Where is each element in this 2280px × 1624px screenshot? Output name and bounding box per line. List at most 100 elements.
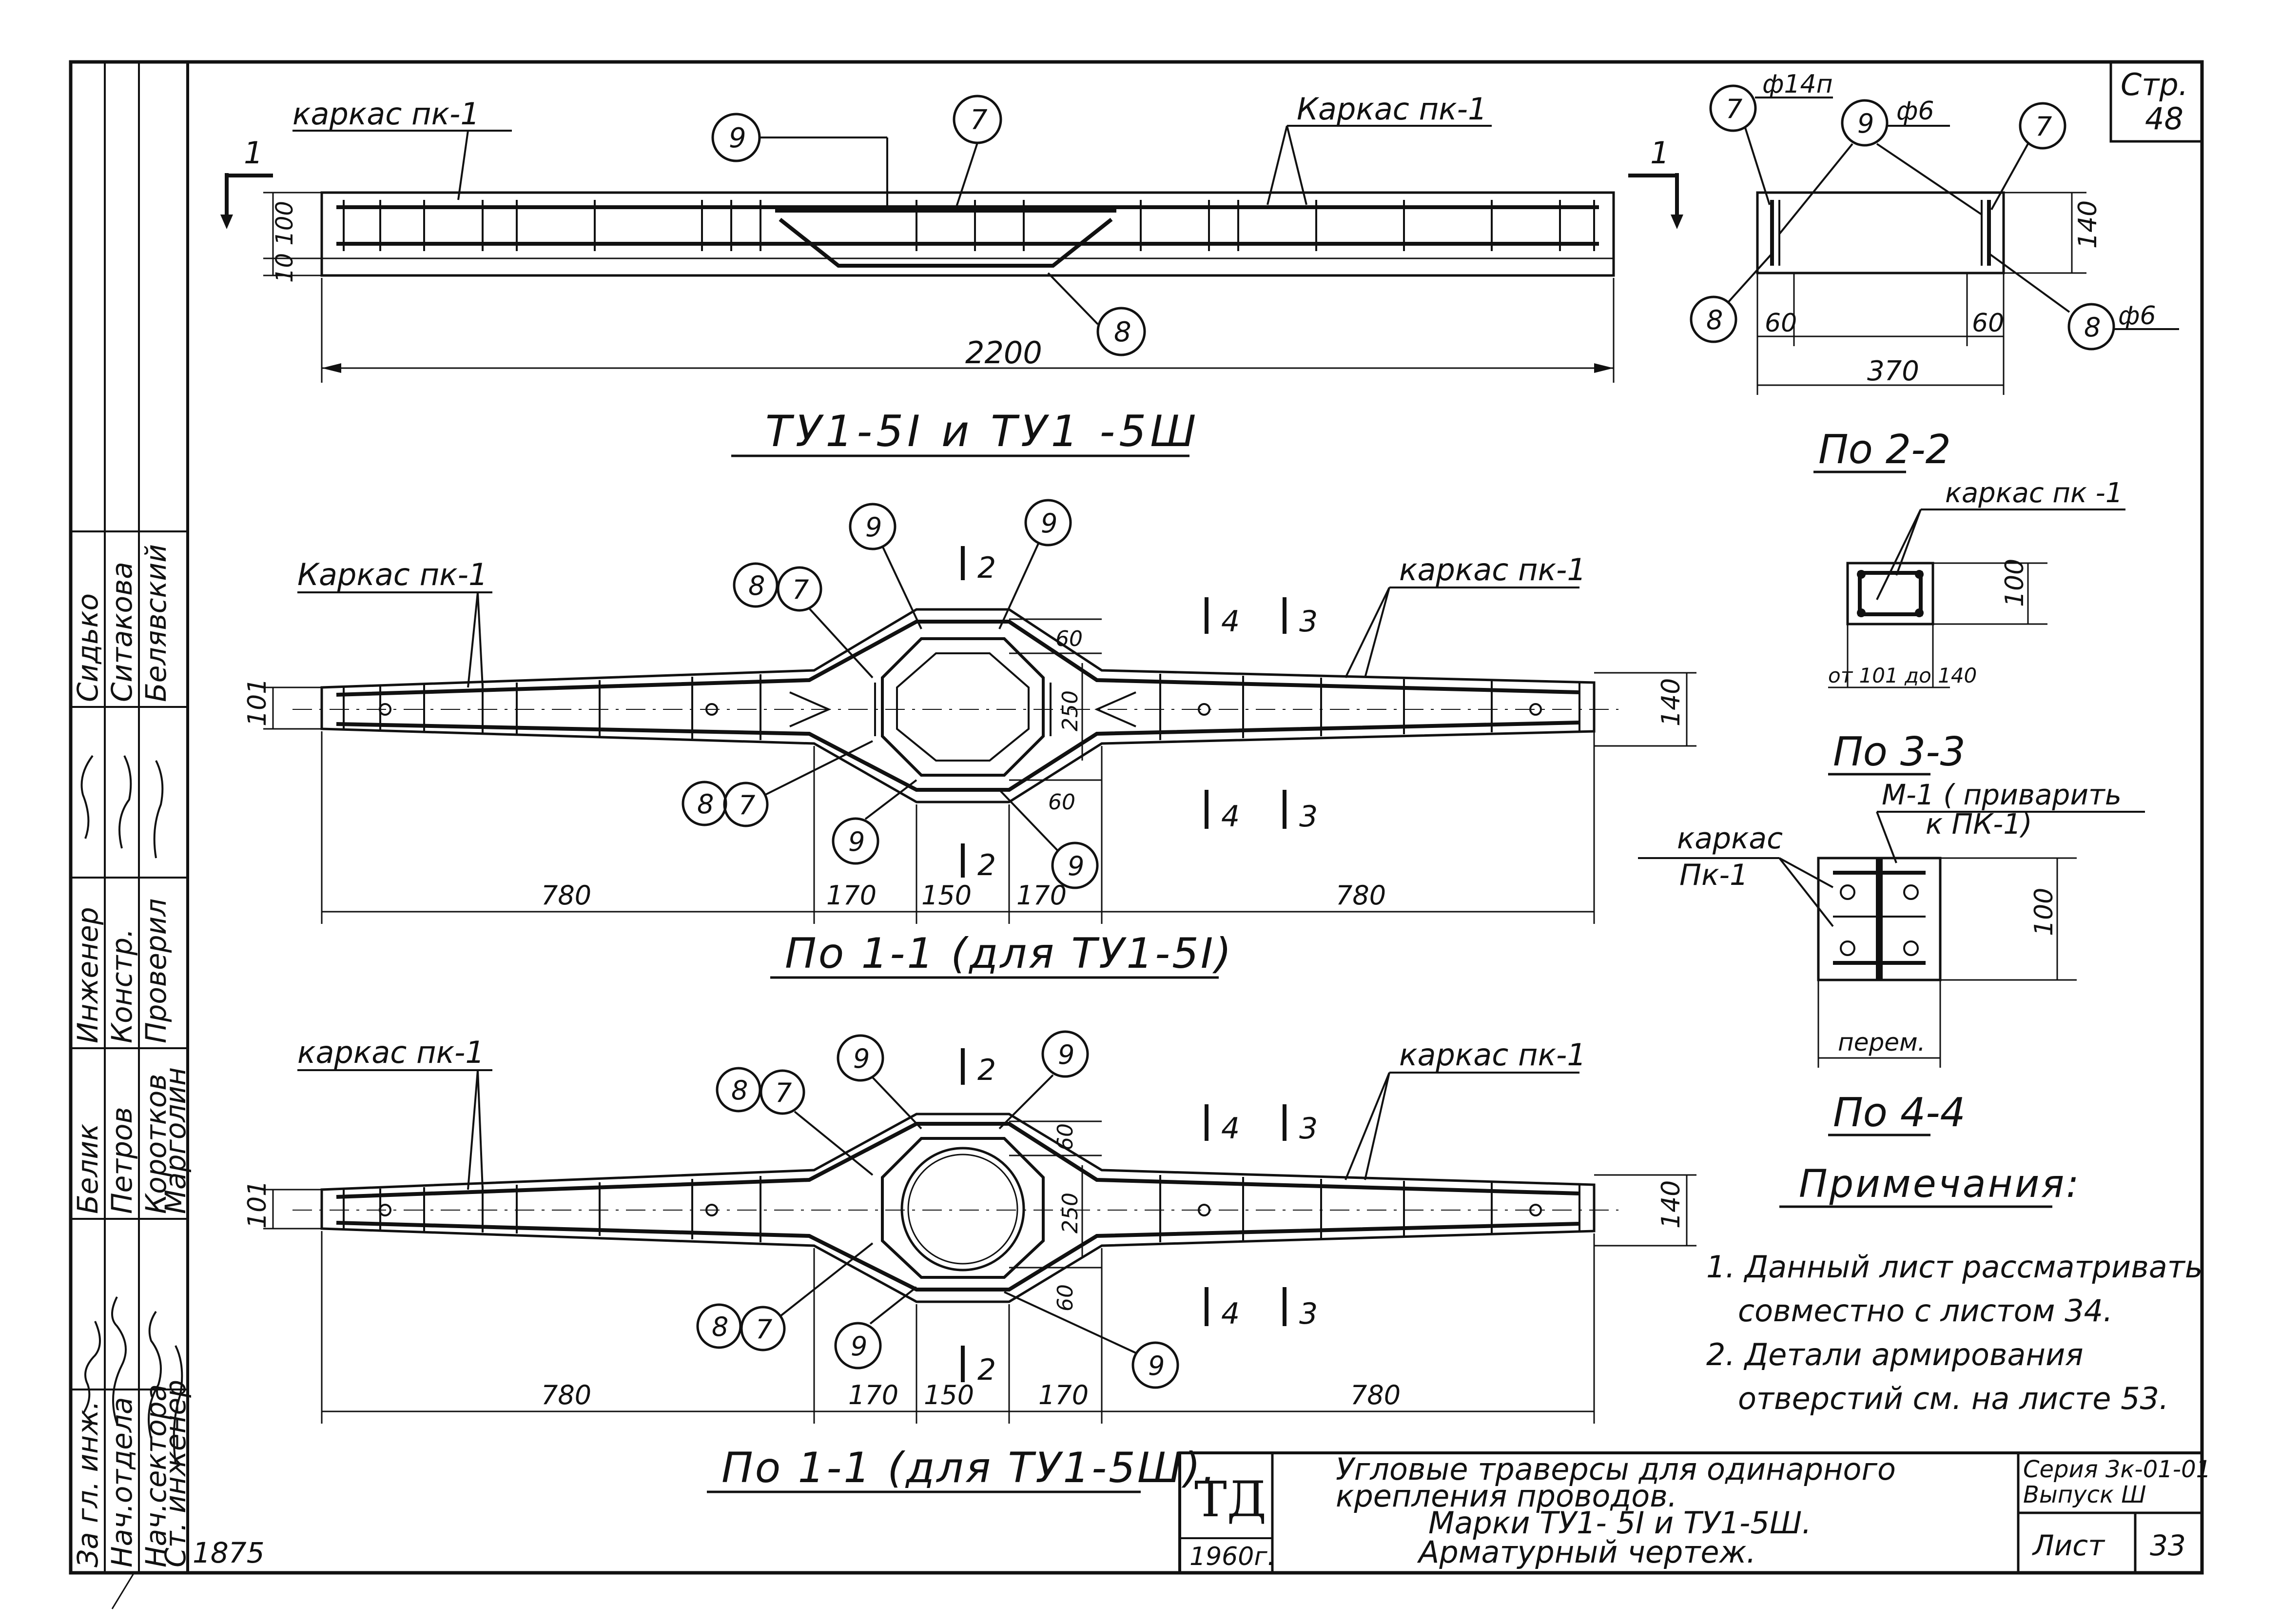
dim-60-top: 60 [1055, 626, 1083, 651]
callout-8-right [2067, 303, 2115, 351]
mark-4-bottom: 4 [1221, 800, 1240, 834]
role-sector-head: Нач.сектора [139, 1384, 173, 1567]
dim-780-right-p2: 780 [1350, 1380, 1401, 1410]
label-frame-right-plan1: каркас пк-1 [1399, 552, 1586, 587]
mark-2-top-p2: 2 [977, 1053, 996, 1087]
callout-7-d: 7 [756, 1314, 772, 1345]
mark-3-top: 3 [1299, 605, 1318, 639]
plan-view-2: каркас пк-1 каркас пк-1 9 9 8 7 8 7 9 9 … [243, 1030, 1696, 1493]
role-dept-head: Нач.отдела [105, 1397, 138, 1567]
callout-8-b: 8 [697, 789, 714, 820]
callout-9-f: 9 [1058, 1039, 1074, 1070]
name-margolin: Марголин [159, 1067, 192, 1214]
signature-scribble [80, 755, 94, 839]
label-frame-left-plan2: каркас пк-1 [297, 1035, 485, 1070]
notes-heading: Примечания: [1799, 1162, 2081, 1206]
mark-3-bottom-p2: 3 [1299, 1297, 1318, 1331]
callout-9-e: 9 [853, 1043, 870, 1074]
dim-150-p2: 150 [924, 1380, 974, 1410]
callout-7-text: 7 [970, 104, 988, 136]
signature-scribble [118, 755, 132, 849]
sheet-label: Лист [2032, 1529, 2105, 1562]
role-chief-engineer: За гл. инж. [71, 1401, 104, 1567]
name-korotkov: Коротков [139, 1074, 173, 1214]
signature-scribble [173, 1345, 183, 1463]
section-mark-left: 1 [244, 135, 263, 171]
dim-250-p2: 250 [1058, 1193, 1083, 1233]
signature-block: За гл. инж. Нач.отдела Нач.сектора Ст. и… [71, 544, 192, 1567]
note-1: 1. Данный лист рассматривать [1706, 1249, 2202, 1285]
dim-780-left-p2: 780 [541, 1380, 591, 1410]
mark-2-top: 2 [977, 551, 996, 585]
dim-60-right: 60 [1972, 309, 2004, 338]
dim-170-left: 170 [826, 880, 877, 911]
section-2-2: 60 60 370 140 7 ф14п 9 ф6 7 8 8 ф6 По 2-… [1690, 70, 2179, 473]
role-senior-engineer: Ст. инженер [159, 1380, 192, 1567]
callout-8-a: 8 [748, 570, 765, 601]
role-checker: Проверил [139, 899, 173, 1043]
dim-100-33: 100 [2000, 559, 2029, 607]
dim-101: 101 [243, 678, 272, 726]
dim-60-left: 60 [1765, 309, 1797, 338]
callout-8-right-text: 8 [2084, 312, 2101, 343]
callout-9-a: 9 [865, 512, 882, 543]
label-phi6-top: ф6 [1896, 97, 1934, 126]
callout-9-text: 9 [729, 122, 746, 154]
name-sidko: Сидько [71, 593, 104, 702]
dim-150: 150 [921, 880, 972, 911]
dim-10-100: 10 100 [271, 201, 298, 283]
dim-2200: 2200 [965, 335, 1042, 371]
callout-9-g: 9 [851, 1331, 867, 1362]
name-belik: Белик [71, 1124, 104, 1214]
dim-170-left-p2: 170 [848, 1380, 898, 1410]
callout-7-c: 7 [775, 1077, 792, 1108]
callout-7-right [2019, 102, 2066, 150]
callout-7-b: 7 [739, 790, 755, 821]
title-line-2: крепления проводов. [1336, 1478, 1677, 1514]
signature-scribble [111, 1296, 127, 1424]
dim-101-140: от 101 до 140 [1828, 664, 1977, 687]
label-frame-44-2: Пк-1 [1679, 858, 1748, 892]
label-phi14: ф14п [1762, 70, 1833, 99]
label-frame-right: Каркас пк-1 [1297, 91, 1487, 127]
stamp-year: 1960г. [1189, 1542, 1275, 1571]
dim-780-right: 780 [1336, 880, 1386, 911]
section-mark-right: 1 [1650, 135, 1669, 171]
name-sitakova: Ситакова [105, 562, 138, 702]
mark-4-top: 4 [1221, 605, 1240, 639]
callout-8 [1096, 307, 1146, 356]
note-1-cont: совместно с листом 34. [1738, 1293, 2113, 1329]
bent-bar-8 [779, 217, 1113, 268]
mark-4-bottom-p2: 4 [1221, 1297, 1240, 1331]
view-title-elevation: ТУ1-5I и ТУ1 -5Ш [765, 406, 1200, 456]
note-2-cont: отверстий см. на листе 53. [1738, 1381, 2169, 1416]
mark-3-bottom: 3 [1299, 800, 1318, 834]
title-line-3: Марки ТУ1- 5I и ТУ1-5Ш. [1428, 1505, 1812, 1541]
dim-780-left: 780 [541, 880, 591, 911]
section-title-2-2: По 2-2 [1818, 427, 1951, 473]
name-belyavsky: Белявский [139, 544, 173, 702]
signature-scribble [153, 760, 164, 859]
mark-2-bottom: 2 [977, 848, 996, 882]
label-frame-right-plan2: каркас пк-1 [1399, 1037, 1586, 1073]
left-margin-number: 1875 [193, 1536, 265, 1569]
callout-7-left-text: 7 [1726, 94, 1742, 124]
mark-3-top-p2: 3 [1299, 1112, 1318, 1146]
section-4-4: каркас Пк-1 М-1 ( приварить к ПК-1) 100 … [1638, 778, 2145, 1136]
mark-4-top-p2: 4 [1221, 1112, 1240, 1146]
note-2: 2. Детали армирования [1706, 1337, 2084, 1372]
dim-370: 370 [1867, 355, 1919, 387]
plan-view-1: Каркас пк-1 каркас пк-1 9 9 8 7 8 7 9 9 … [243, 499, 1696, 979]
callout-8-left-text: 8 [1706, 305, 1723, 335]
sheet-number: 33 [2150, 1529, 2186, 1562]
callout-9-h: 9 [1148, 1350, 1165, 1381]
mark-2-bottom-p2: 2 [977, 1353, 996, 1387]
callout-7-right-text: 7 [2035, 111, 2052, 142]
stamp-td: ТД [1194, 1471, 1267, 1528]
name-petrov: Петров [105, 1107, 138, 1214]
callout-9-b: 9 [1041, 508, 1057, 539]
dim-60-top-p2: 60 [1053, 1123, 1078, 1151]
label-frame-33: каркас пк -1 [1945, 477, 2123, 509]
callout-9-d: 9 [1068, 851, 1084, 881]
section-3-3: каркас пк -1 100 от 101 до 140 По 3-3 [1828, 477, 2125, 776]
